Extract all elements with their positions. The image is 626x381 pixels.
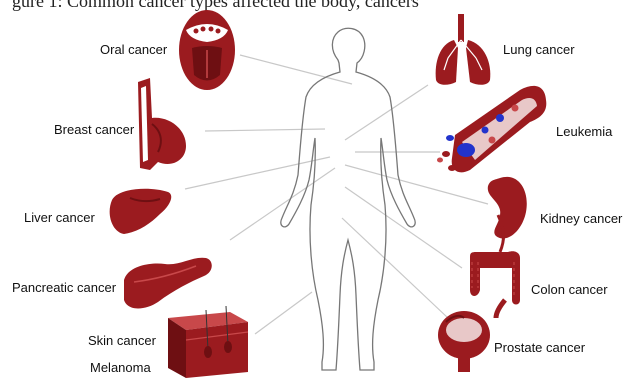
pancreas-icon — [124, 258, 212, 309]
label-colon-cancer: Colon cancer — [531, 282, 608, 297]
label-breast-cancer: Breast cancer — [54, 122, 134, 137]
skin-icon — [168, 306, 248, 378]
connector-oral — [240, 55, 352, 84]
connector-prostate — [342, 218, 448, 318]
lungs-icon — [436, 14, 491, 85]
kidney-icon — [488, 177, 527, 252]
connector-lung — [345, 85, 428, 140]
breast-icon — [138, 78, 186, 170]
connector-breast — [205, 129, 325, 131]
label-skin-cancer: Skin cancer — [88, 333, 156, 348]
connector-skin — [255, 292, 312, 334]
label-pancreatic-cancer: Pancreatic cancer — [12, 280, 116, 295]
human-body-outline — [281, 28, 415, 370]
blood-vessel-icon — [437, 86, 546, 172]
label-prostate-cancer: Prostate cancer — [494, 340, 585, 355]
prostate-icon — [438, 311, 490, 372]
label-lung-cancer: Lung cancer — [503, 42, 575, 57]
mouth-icon — [179, 10, 235, 90]
label-melanoma: Melanoma — [90, 360, 151, 375]
liver-icon — [110, 189, 172, 234]
label-liver-cancer: Liver cancer — [24, 210, 95, 225]
connector-lines — [185, 55, 488, 334]
label-kidney-cancer: Kidney cancer — [540, 211, 622, 226]
connector-colon — [345, 187, 462, 268]
colon-icon — [470, 251, 520, 318]
label-oral-cancer: Oral cancer — [100, 42, 167, 57]
label-leukemia: Leukemia — [556, 124, 612, 139]
connector-pancreatic — [230, 168, 335, 240]
